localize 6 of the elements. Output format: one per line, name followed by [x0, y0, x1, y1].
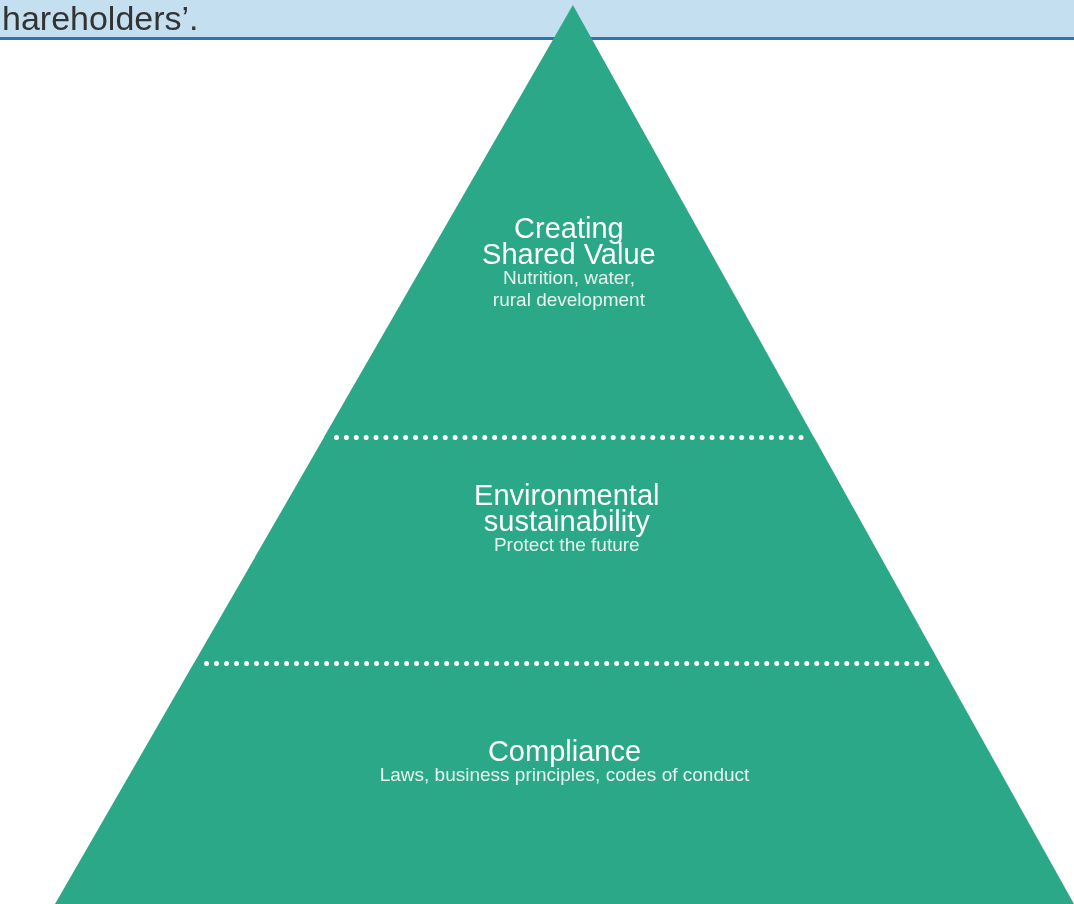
pyramid-tier: [55, 663, 1074, 904]
pyramid-tier: [193, 437, 940, 663]
tier-description: Nutrition, water, rural development: [491, 267, 646, 311]
pyramid-tier: [324, 5, 814, 437]
heading-text: hareholders’.: [2, 0, 199, 36]
tier-title: Creating Shared Value: [481, 215, 657, 267]
